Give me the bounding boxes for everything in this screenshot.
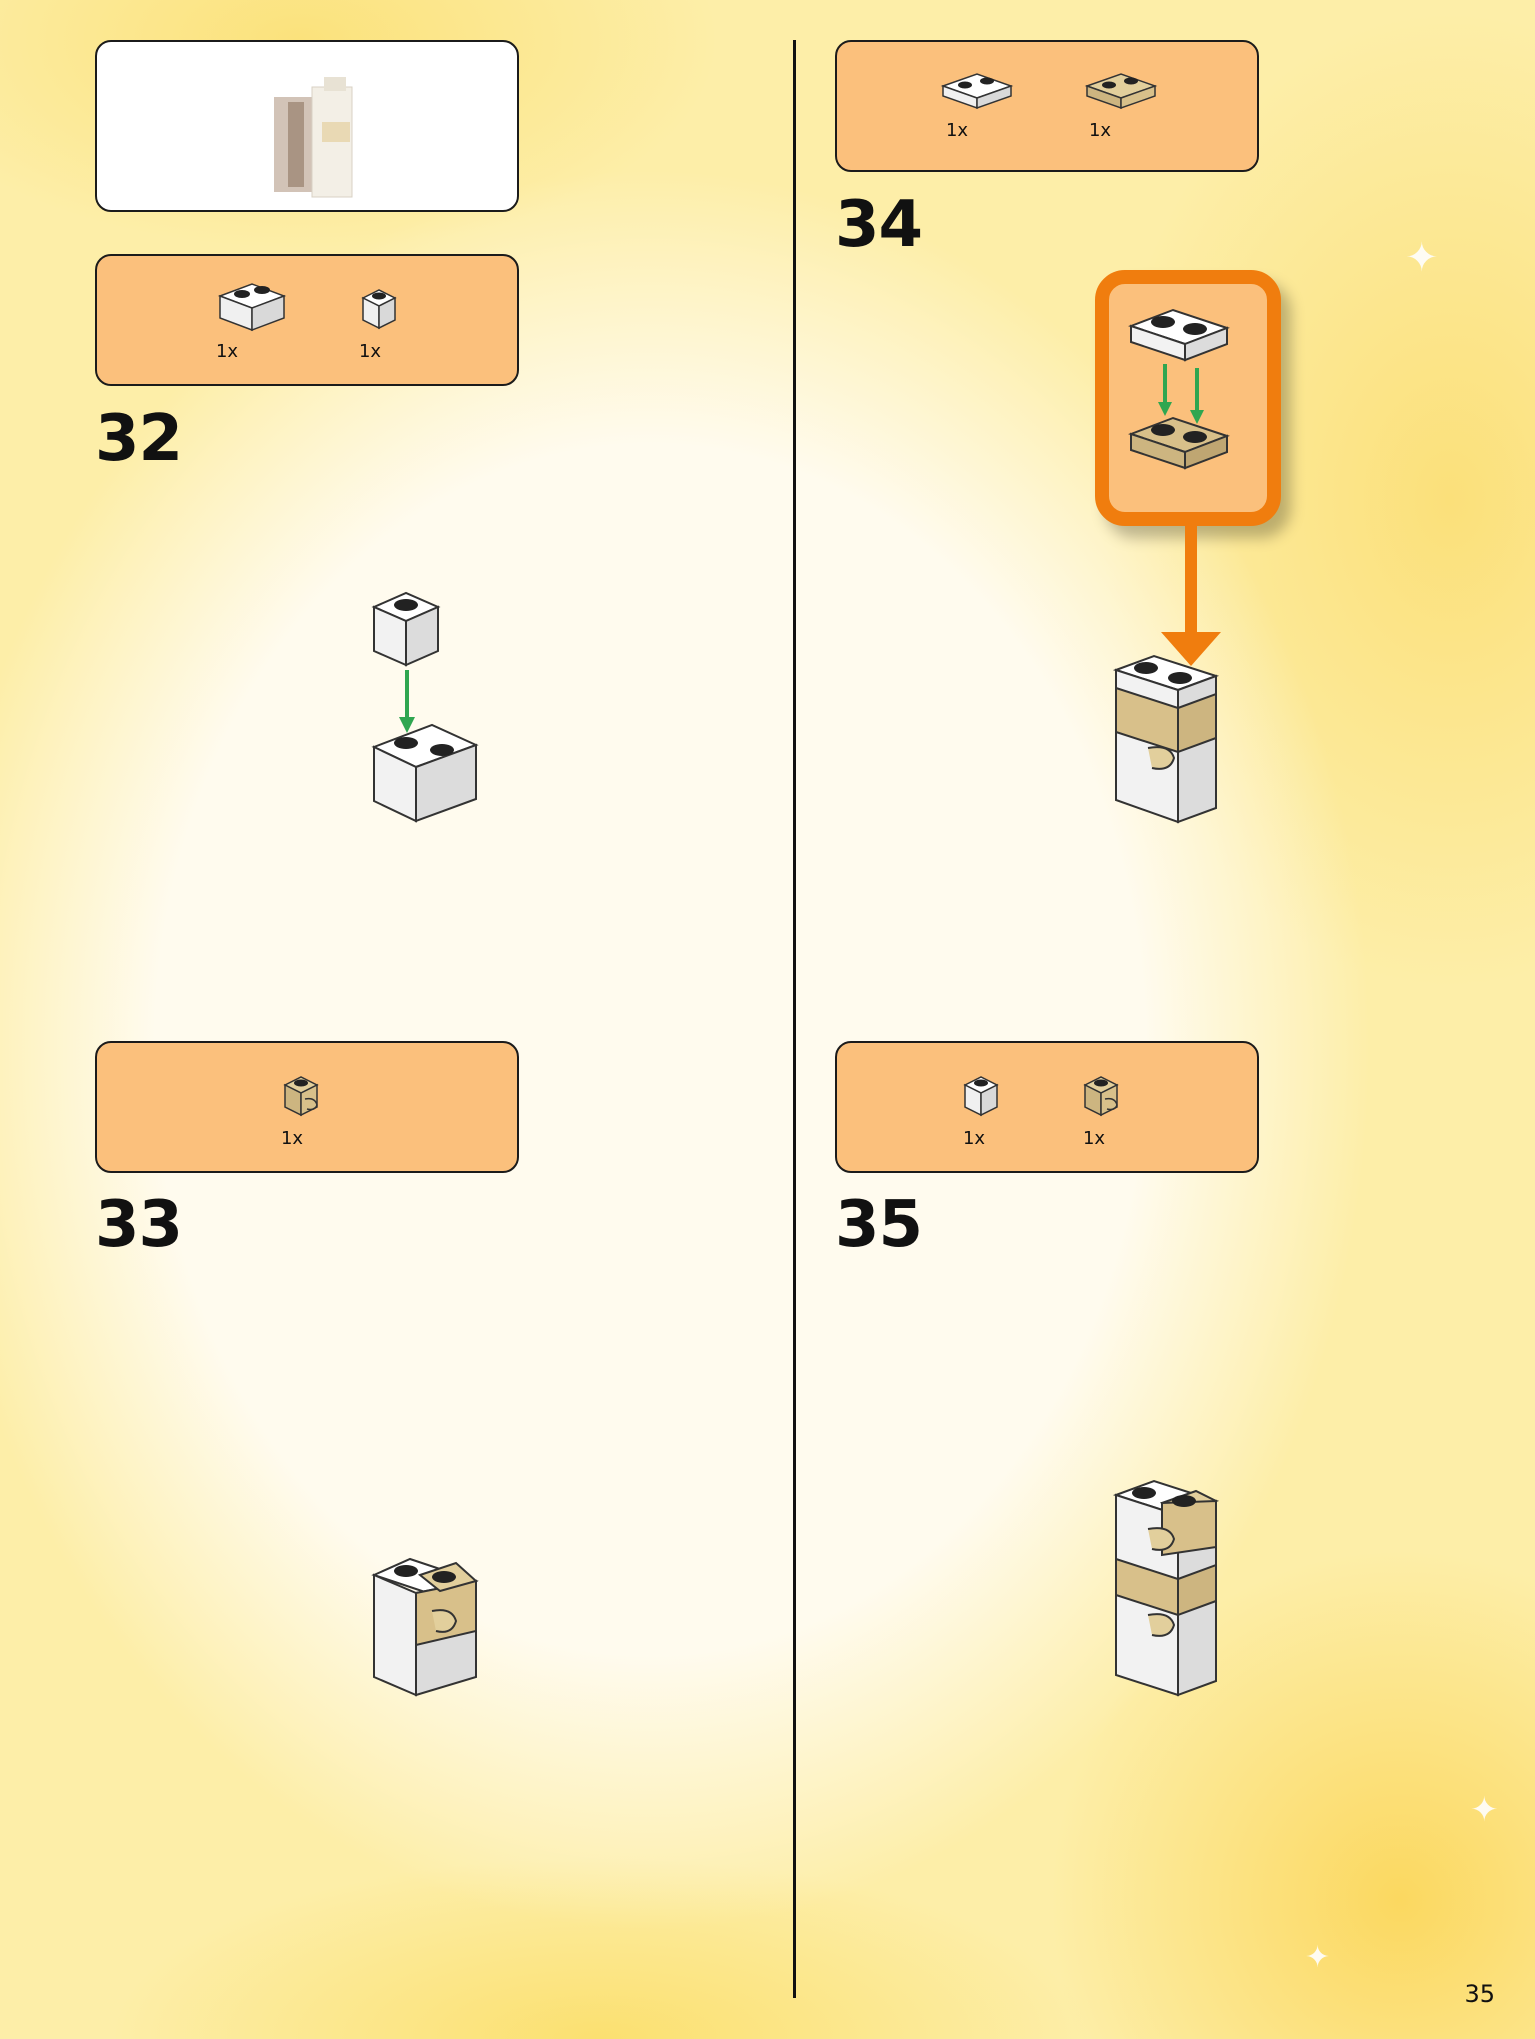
part-qty: 1x [945, 120, 969, 141]
tan-brick-1x1-clip-icon [283, 1076, 319, 1117]
orange-arrow-icon [1161, 526, 1221, 666]
step-number: 32 [95, 402, 183, 476]
sparkle-icon: ✦ [1470, 1791, 1499, 1829]
step-34-parts-box: 1x 1x [835, 40, 1259, 172]
sparkle-icon: ✦ [1405, 236, 1439, 280]
part-qty: 1x [358, 341, 382, 362]
step-number: 33 [95, 1188, 183, 1262]
model-preview-box [95, 40, 519, 212]
step-33-parts-box: 1x [95, 1041, 519, 1173]
part-qty: 1x [280, 1128, 304, 1149]
part-qty: 1x [215, 341, 239, 362]
page-number: 35 [1464, 1980, 1495, 2008]
part-qty: 1x [1088, 120, 1112, 141]
white-brick-1x1-icon [963, 1076, 999, 1117]
column-divider [793, 40, 796, 1998]
plate-stack-icon [1128, 308, 1230, 470]
sparkle-icon: ✦ [1305, 1941, 1331, 1974]
step-35-assembly [1112, 1479, 1220, 1697]
white-brick-1x2-icon [217, 283, 287, 332]
step-34-assembly [1112, 654, 1220, 824]
part-qty: 1x [1082, 1128, 1106, 1149]
step-32-assembly [371, 591, 479, 823]
step-32-parts-box: 1x 1x [95, 254, 519, 386]
white-plate-1x2-icon [940, 73, 1014, 110]
part-qty: 1x [962, 1128, 986, 1149]
tan-plate-1x2-icon [1084, 73, 1158, 110]
tan-brick-1x1-clip-icon [1083, 1076, 1119, 1117]
partial-model-preview-icon [274, 77, 353, 198]
step-number: 35 [835, 1188, 923, 1262]
sub-assembly-callout [1095, 270, 1281, 526]
step-35-parts-box: 1x 1x [835, 1041, 1259, 1173]
step-number: 34 [835, 188, 923, 262]
step-33-assembly [371, 1557, 479, 1697]
white-brick-1x1-icon [361, 289, 397, 330]
